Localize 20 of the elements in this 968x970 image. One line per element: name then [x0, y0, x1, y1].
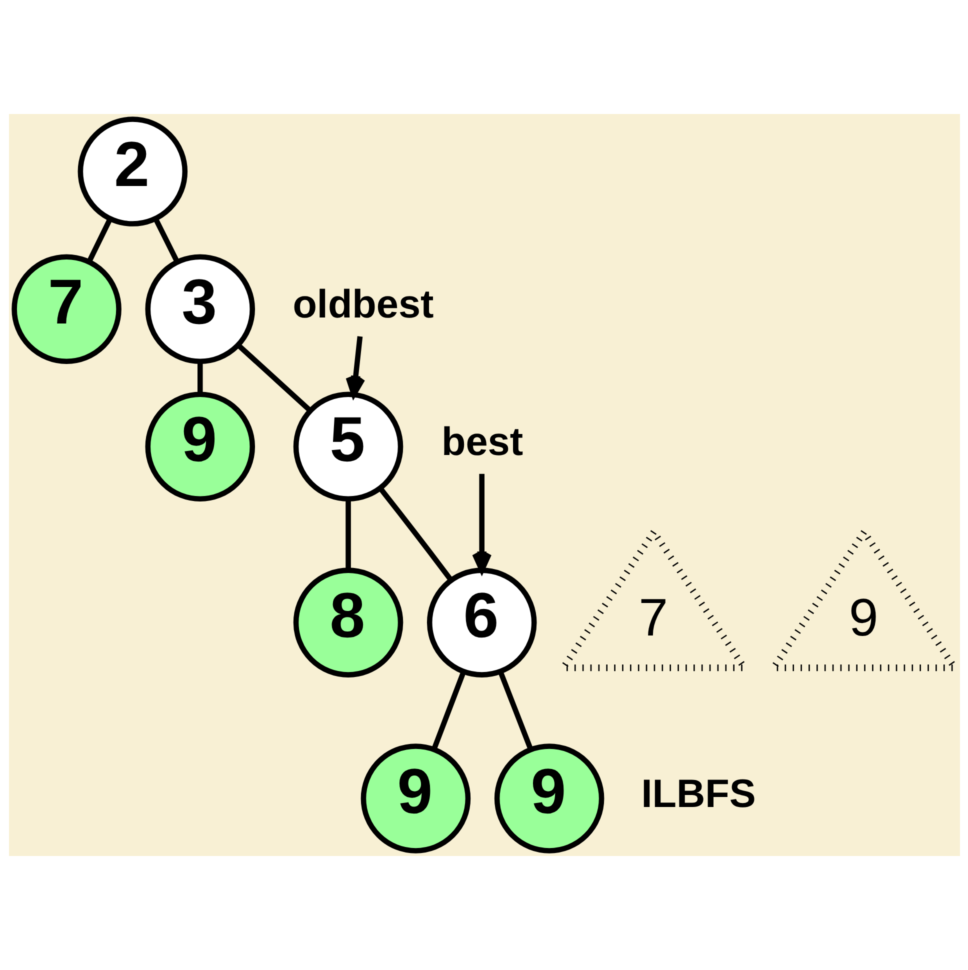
connector [152, 217, 179, 263]
node-circle: 7 [11, 254, 121, 364]
connector [378, 486, 453, 582]
node-circle: 9 [144, 392, 255, 502]
node-circle: 3 [144, 254, 255, 364]
node-circle: 8 [292, 568, 403, 678]
connector [345, 499, 350, 570]
node-circle: 9 [494, 744, 604, 854]
connector [498, 670, 533, 750]
node-circle: 2 [77, 116, 188, 226]
node-text: best [441, 420, 523, 464]
label: ILBFS [640, 772, 756, 816]
node-circle: 6 [426, 568, 536, 678]
connector [196, 361, 202, 394]
node-circle: 5 [292, 392, 403, 502]
connector [236, 343, 312, 413]
connector [431, 670, 466, 750]
connector [86, 218, 112, 264]
node-text: oldbest [292, 282, 434, 327]
node-circle: 9 [360, 744, 470, 854]
